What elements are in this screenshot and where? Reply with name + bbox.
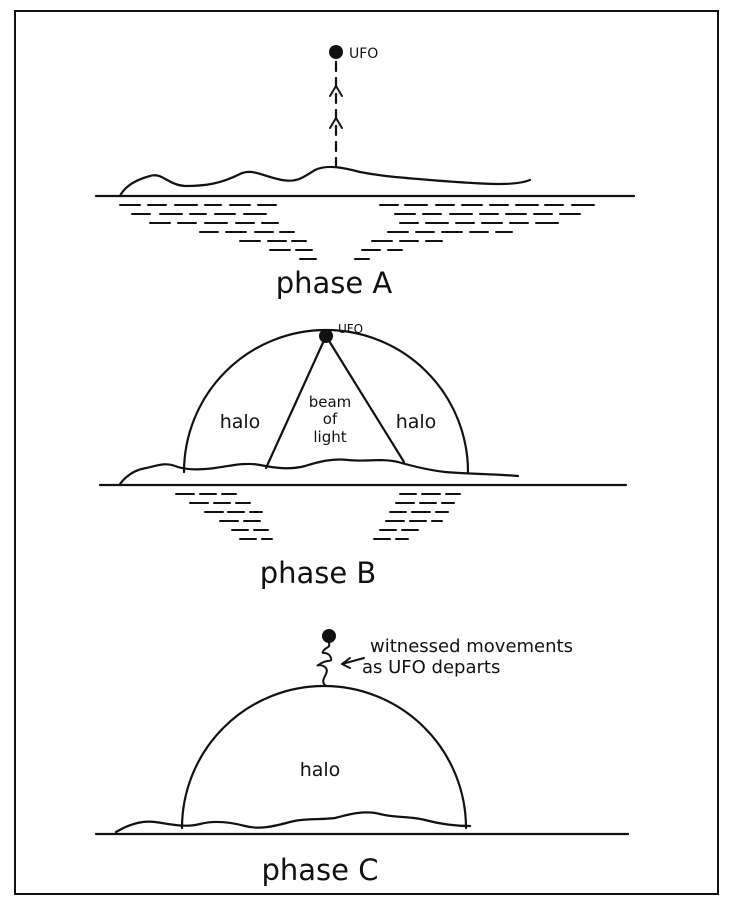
- phase-c-halo-label: halo: [300, 759, 341, 781]
- phase-b-panel: UFO halo halo beam of light: [98, 322, 628, 590]
- phase-a-mountains: [118, 165, 532, 198]
- phase-b-left-halo-label: halo: [220, 411, 261, 433]
- phase-a-ufo-dot: [329, 45, 343, 59]
- phase-c-mountains: [114, 811, 472, 834]
- phase-c-annotation-line-2: as UFO departs: [362, 657, 500, 678]
- phase-a-water-reflection: [119, 204, 595, 260]
- phase-a-panel: UFO: [94, 45, 636, 300]
- phase-c-annotation-line-1: witnessed movements: [370, 636, 573, 657]
- phase-b-beam-label-3: light: [313, 428, 346, 446]
- phase-a-ufo-label: UFO: [349, 46, 378, 62]
- phase-b-water-reflection: [175, 493, 461, 540]
- phase-a-title: phase A: [276, 266, 393, 300]
- phase-c-title: phase C: [262, 853, 379, 887]
- phase-b-beam-label-2: of: [323, 410, 338, 428]
- figure-frame: [14, 10, 719, 895]
- phase-b-ufo-label: UFO: [338, 322, 363, 336]
- phase-b-right-halo-label: halo: [396, 411, 437, 433]
- phase-c-departure-path: [316, 642, 333, 687]
- phase-a-upward-arrows: [329, 85, 343, 129]
- phase-c-annotation-arrow: [341, 657, 365, 669]
- phase-c-halo-dome: [180, 684, 468, 830]
- phase-b-mountains: [118, 458, 520, 486]
- phase-b-title: phase B: [260, 556, 377, 590]
- phase-b-ufo-dot: [319, 329, 333, 343]
- phase-c-panel: halo witnessed movements as UFO departs …: [94, 629, 630, 887]
- phase-c-ufo-dot: [322, 629, 336, 643]
- phase-b-beam-label-1: beam: [309, 393, 352, 411]
